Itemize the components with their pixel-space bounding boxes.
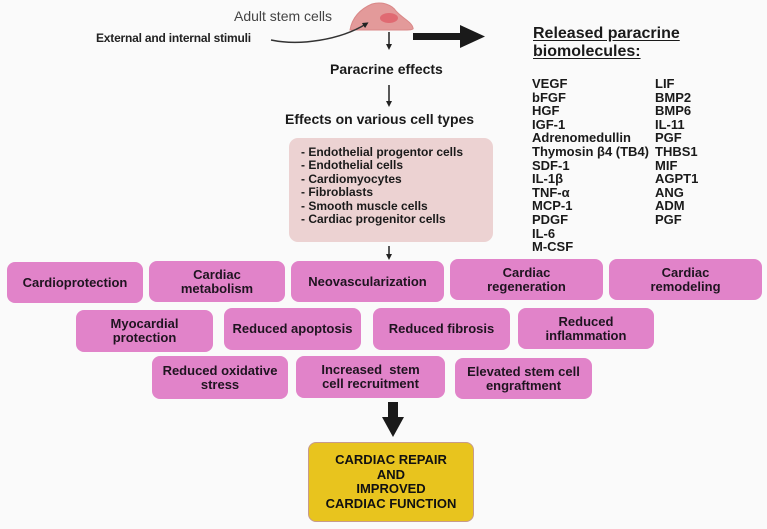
biomolecule: bFGF bbox=[532, 89, 566, 105]
stimuli-arrow bbox=[270, 22, 369, 44]
effect-reduced-inflammation: Reduced inflammation bbox=[518, 308, 654, 349]
effect-neovascularization: Neovascularization bbox=[291, 261, 444, 302]
effect-increased-stem-cell-recruitment: Increased stem cell recruitment bbox=[296, 356, 445, 398]
stimuli-label: External and internal stimuli bbox=[96, 31, 251, 45]
biomolecules-column-1: VEGF bFGF HGF IGF-1 Adrenomedullin Thymo… bbox=[532, 77, 649, 254]
biomolecule: ADM bbox=[655, 198, 685, 214]
effect-reduced-oxidative-stress: Reduced oxidative stress bbox=[152, 356, 288, 399]
biomolecule: PGF bbox=[655, 211, 682, 227]
biomolecule: PDGF bbox=[532, 211, 569, 227]
biomolecule: BMP2 bbox=[655, 89, 692, 105]
paracrine-effects-label: Paracrine effects bbox=[330, 61, 443, 77]
biomolecule: THBS1 bbox=[655, 143, 698, 159]
biomolecule: MIF bbox=[655, 157, 678, 173]
stem-cells-label: Adult stem cells bbox=[234, 8, 333, 24]
biomolecule: SDF-1 bbox=[532, 157, 570, 173]
cell-type-item: - Fibroblasts bbox=[301, 185, 374, 200]
cell-types-box: - Endothelial progentor cells - Endothel… bbox=[289, 138, 493, 242]
biomolecule: ANG bbox=[655, 184, 684, 200]
biomolecules-title: Released paracrine biomolecules: bbox=[533, 25, 680, 60]
cell-type-item: - Cardiomyocytes bbox=[301, 171, 402, 186]
biomolecule: LIF bbox=[655, 76, 675, 91]
effect-cardioprotection: Cardioprotection bbox=[7, 262, 143, 303]
biomolecules-column-2: LIF BMP2 BMP6 IL-11 PGF THBS1 MIF AGPT1 … bbox=[655, 77, 698, 227]
biomolecule: PGF bbox=[655, 130, 682, 146]
effect-reduced-fibrosis: Reduced fibrosis bbox=[373, 308, 510, 350]
biomolecule: VEGF bbox=[532, 76, 568, 91]
biomolecule: M-CSF bbox=[532, 239, 574, 255]
biomolecule: TNF-α bbox=[532, 184, 570, 200]
biomolecule: IL-1β bbox=[532, 171, 564, 187]
biomolecule: IGF-1 bbox=[532, 116, 566, 132]
cell-type-item: - Smooth muscle cells bbox=[301, 198, 428, 213]
arrow-to-outcome bbox=[382, 402, 404, 437]
cell-type-item: - Cardiac progenitor cells bbox=[301, 212, 446, 227]
biomolecule: HGF bbox=[532, 103, 560, 119]
effect-myocardial-protection: Myocardial protection bbox=[76, 310, 213, 352]
effect-cardiac-metabolism: Cardiac metabolism bbox=[149, 261, 285, 302]
cell-type-item: - Endothelial cells bbox=[301, 158, 404, 173]
arrow-to-biomolecules bbox=[413, 25, 485, 48]
effect-elevated-stem-cell-engraftment: Elevated stem cell engraftment bbox=[455, 358, 592, 399]
biomolecule: IL-6 bbox=[532, 225, 556, 241]
effect-reduced-apoptosis: Reduced apoptosis bbox=[224, 308, 361, 350]
biomolecule: BMP6 bbox=[655, 103, 692, 119]
effect-cardiac-regeneration: Cardiac regeneration bbox=[450, 259, 603, 300]
biomolecule: IL-11 bbox=[655, 116, 685, 132]
cell-type-item: - Endothelial progentor cells bbox=[301, 145, 464, 159]
biomolecule: MCP-1 bbox=[532, 198, 573, 214]
stem-cell-icon bbox=[349, 2, 414, 31]
cell-types-heading: Effects on various cell types bbox=[285, 111, 475, 127]
effect-cardiac-remodeling: Cardiac remodeling bbox=[609, 259, 762, 300]
biomolecule: AGPT1 bbox=[655, 171, 699, 187]
outcome-box: CARDIAC REPAIR AND IMPROVED CARDIAC FUNC… bbox=[308, 442, 474, 522]
biomolecule: Adrenomedullin bbox=[532, 130, 631, 146]
biomolecule: Thymosin β4 (TB4) bbox=[532, 143, 649, 159]
